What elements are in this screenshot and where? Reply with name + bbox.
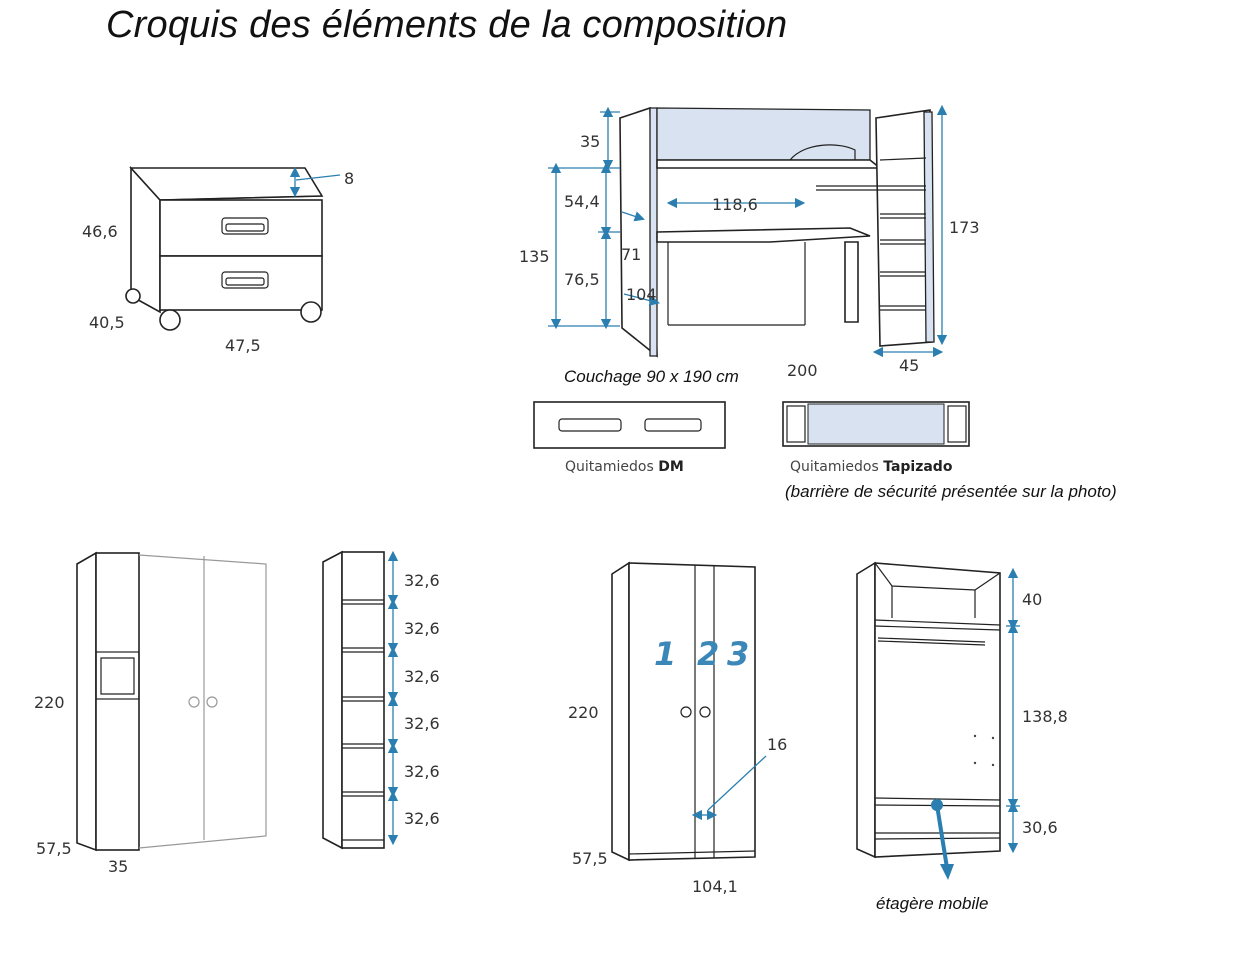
wardrobe-right-width: 104,1 <box>692 877 738 896</box>
wardrobe-number-2: 2 <box>697 635 719 673</box>
bed-side-104: 104 <box>626 285 657 304</box>
bed-top-rail: 35 <box>580 132 600 151</box>
guard-dm-sketch <box>533 401 726 449</box>
nightstand-height: 46,6 <box>82 222 118 241</box>
loft-bed-sketch <box>548 104 948 358</box>
wardrobe-right-sketch <box>611 561 767 862</box>
wardrobe-open-bottom: 30,6 <box>1022 818 1058 837</box>
shelf-height-2: 32,6 <box>404 619 440 638</box>
shelf-unit-sketch <box>322 550 399 850</box>
wardrobe-left-sketch <box>76 551 267 852</box>
nightstand-depth: 40,5 <box>89 313 125 332</box>
bed-sleeping-size: Couchage 90 x 190 cm <box>564 367 739 386</box>
wardrobe-right-height: 220 <box>568 703 599 722</box>
bed-side-71: 71 <box>621 245 641 264</box>
nightstand-sketch <box>125 165 341 331</box>
wardrobe-open-sketch <box>856 561 1020 880</box>
bed-total-left: 135 <box>519 247 550 266</box>
page-title: Croquis des éléments de la composition <box>106 4 788 46</box>
wardrobe-right-strip: 16 <box>767 735 787 754</box>
bed-lower-gap: 76,5 <box>564 270 600 289</box>
guard-upholstered-caption: Quitamiedos Tapizado <box>790 459 953 475</box>
guard-dm-caption: Quitamiedos DM <box>565 459 684 475</box>
bed-upper-gap: 54,4 <box>564 192 600 211</box>
wardrobe-left-depth: 57,5 <box>36 839 72 858</box>
wardrobe-open-middle: 138,8 <box>1022 707 1068 726</box>
bed-length: 200 <box>787 361 818 380</box>
bed-ladder-depth: 45 <box>899 356 919 375</box>
bed-desk-width: 118,6 <box>712 195 758 214</box>
shelf-height-1: 32,6 <box>404 571 440 590</box>
wardrobe-right-depth: 57,5 <box>572 849 608 868</box>
nightstand-width: 47,5 <box>225 336 261 355</box>
bed-total-height: 173 <box>949 218 980 237</box>
shelf-height-3: 32,6 <box>404 667 440 686</box>
wardrobe-number-3: 3 <box>727 635 749 673</box>
shelf-height-5: 32,6 <box>404 762 440 781</box>
wardrobe-left-width: 35 <box>108 857 128 876</box>
wardrobe-left-height: 220 <box>34 693 65 712</box>
shelf-height-4: 32,6 <box>404 714 440 733</box>
wardrobe-open-top: 40 <box>1022 590 1042 609</box>
guard-upholstered-sketch <box>782 401 970 447</box>
shelf-height-6: 32,6 <box>404 809 440 828</box>
guard-note: (barrière de sécurité présentée sur la p… <box>785 482 1117 501</box>
nightstand-handle-gap: 8 <box>344 169 354 188</box>
wardrobe-number-1: 1 <box>654 635 676 673</box>
wardrobe-open-mobile-shelf: étagère mobile <box>876 894 988 913</box>
